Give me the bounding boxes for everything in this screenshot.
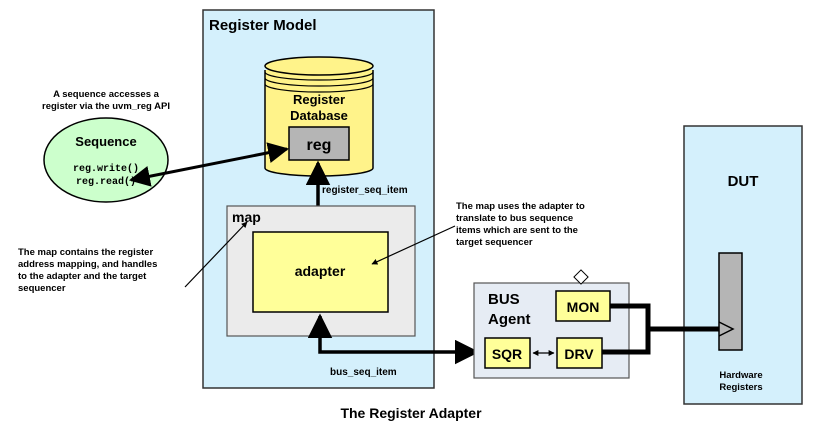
hardware-register-block: [718, 252, 743, 351]
database-label-2: Database: [290, 108, 348, 123]
bus-agent: BUS Agent MON SQR DRV: [473, 269, 630, 379]
sequence-note-1: A sequence accesses a: [53, 89, 160, 100]
sequence-write-call: reg.write(): [73, 163, 139, 175]
register-database: Register Database reg: [264, 56, 374, 177]
map-note-1: The map contains the register: [18, 247, 153, 258]
map-note-4: sequencer: [18, 283, 66, 294]
dut-title: DUT: [728, 173, 759, 190]
adapter-note-pointer: [371, 225, 456, 265]
sequence-node: Sequence reg.write() reg.read(): [43, 117, 169, 203]
adapter-note-4: target sequencer: [456, 237, 533, 248]
sequence-note-2: register via the uvm_reg API: [42, 101, 170, 112]
sqr-box: [484, 337, 531, 369]
drv-label: DRV: [564, 346, 594, 362]
bus-agent-label-2: Agent: [488, 311, 531, 328]
adapter-label: adapter: [295, 263, 346, 279]
database-top: [264, 56, 374, 76]
sequence-read-call: reg.read(): [76, 176, 136, 188]
adapter-note-1: The map uses the adapter to: [456, 201, 585, 212]
register-model-title: Register Model: [209, 17, 317, 34]
dut-box: DUT Hardware Registers: [683, 125, 803, 405]
sqr-label: SQR: [492, 346, 522, 362]
sequence-ellipse: [43, 117, 169, 203]
database-ring-3: [264, 83, 374, 93]
database-label-1: Register: [293, 92, 345, 107]
dut-label-1: Hardware: [719, 370, 762, 381]
sequence-reg-arrow: [128, 142, 290, 187]
reg-label: reg: [307, 137, 332, 154]
map-note-3: to the adapter and the target: [18, 271, 147, 282]
register-seq-item-label: register_seq_item: [322, 185, 408, 196]
drv-bus-wire: [602, 329, 651, 355]
database-ring-2: [264, 77, 374, 87]
bus-agent-label-1: BUS: [488, 291, 520, 308]
adapter-note-2: translate to bus sequence: [456, 213, 573, 224]
sequence-title: Sequence: [75, 134, 136, 149]
adapter-box: [252, 231, 389, 313]
bus-seq-item-arrow: [307, 313, 480, 365]
database-ring-1: [264, 71, 374, 81]
map-note-pointer: [184, 221, 248, 288]
dut-panel: [683, 125, 803, 405]
dut-label-2: Registers: [719, 382, 762, 393]
reg-box: [288, 126, 350, 161]
map-note-2: address mapping, and handles: [18, 259, 157, 270]
clock-symbol: [718, 321, 735, 337]
bus-seq-item-label: bus_seq_item: [330, 367, 397, 378]
map-title: map: [232, 209, 261, 225]
mon-label: MON: [567, 299, 600, 315]
bus-agent-port: [573, 269, 589, 285]
diagram-caption: The Register Adapter: [340, 405, 482, 421]
mon-bus-wire: [610, 303, 651, 329]
adapter-note-3: items which are sent to the: [456, 225, 578, 236]
